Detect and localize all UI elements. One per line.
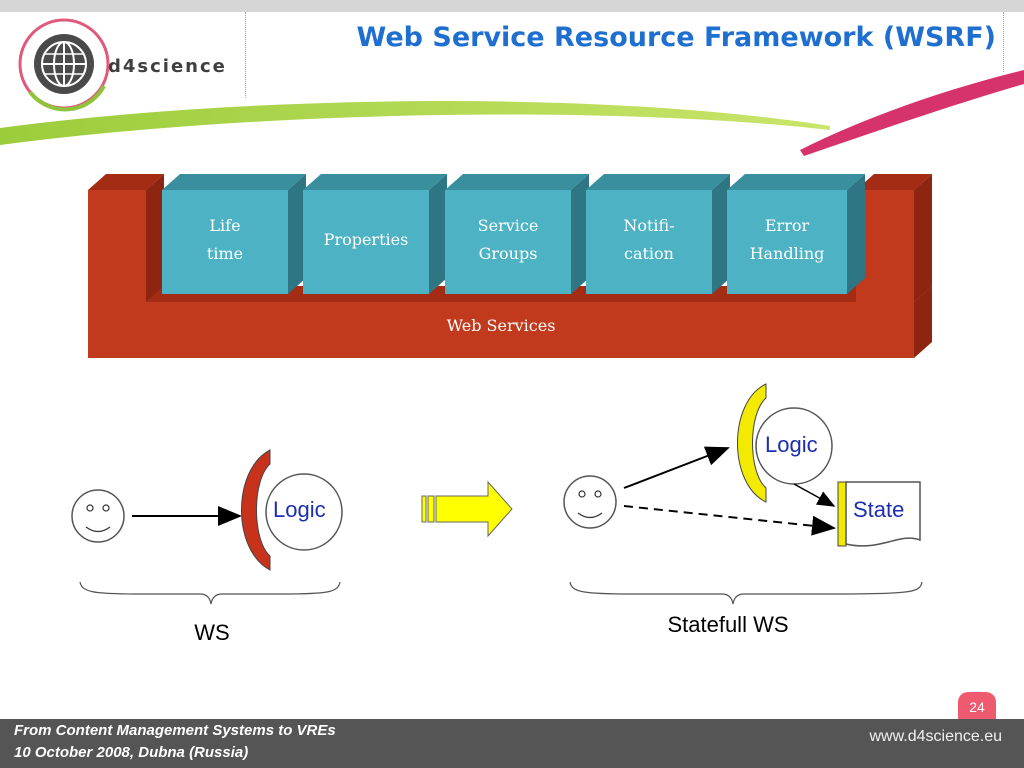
block-line: Life <box>209 216 241 235</box>
block-error-handling <box>727 174 865 294</box>
footer-line-1: From Content Management Systems to VREs <box>14 722 336 739</box>
ws-logic-label: Logic <box>273 497 326 522</box>
transition-arrow-icon <box>421 480 513 538</box>
state-label: State <box>853 497 905 522</box>
block-notification <box>586 174 730 294</box>
swf-smiley-icon <box>563 475 617 529</box>
green-swoosh <box>0 101 830 145</box>
header-divider-right <box>1003 12 1004 72</box>
block-line: Properties <box>323 230 409 249</box>
block-lifetime <box>162 174 306 294</box>
block-line: Handling <box>749 244 825 263</box>
globe-logo-icon <box>18 18 110 112</box>
swf-arrow-logic <box>623 446 730 489</box>
page-number: 24 <box>958 692 996 722</box>
web-services-label: Web Services <box>446 316 556 335</box>
ws-smiley-icon <box>71 489 125 543</box>
block-service-groups <box>445 174 589 294</box>
ws-logic-circle <box>265 473 343 551</box>
ws-logic-shell <box>241 449 271 571</box>
block-line: Error <box>764 216 810 235</box>
statefull-ws-caption: Statefull WS <box>667 612 789 637</box>
block-properties <box>303 174 447 294</box>
pink-swoosh <box>800 70 1024 156</box>
block-label-error-handling: Error Handling <box>727 212 847 268</box>
block-line: Service <box>477 216 539 235</box>
left-tower <box>88 174 164 302</box>
footer-line-2: 10 October 2008, Dubna (Russia) <box>14 744 249 761</box>
block-label-notification: Notifi- cation <box>586 212 712 268</box>
top-strip <box>0 0 1024 12</box>
right-tower <box>856 174 932 302</box>
swf-logic-shell <box>737 383 767 503</box>
footer-url-link[interactable]: www.d4science.eu <box>869 728 1002 745</box>
footer-bar <box>0 719 1024 768</box>
swf-arrow-state <box>623 505 836 536</box>
header-divider <box>245 12 246 98</box>
block-line: cation <box>624 244 674 263</box>
state-document-icon <box>837 481 921 547</box>
block-line: Groups <box>478 244 538 263</box>
swf-logic-to-state-arrow <box>793 483 836 507</box>
block-line: time <box>206 244 244 263</box>
block-line: Notifi- <box>623 216 675 235</box>
ws-caption: WS <box>194 620 230 645</box>
slide-title: Web Service Resource Framework (WSRF) <box>356 22 996 53</box>
swf-logic-label: Logic <box>765 432 818 457</box>
logo-text: d4science <box>108 56 227 77</box>
block-label-service-groups: Service Groups <box>445 212 571 268</box>
ws-brace <box>79 581 341 605</box>
swf-brace <box>569 581 923 605</box>
block-label-lifetime: Life time <box>162 212 288 268</box>
block-label-properties: Properties <box>303 226 429 254</box>
web-services-base <box>88 286 932 358</box>
